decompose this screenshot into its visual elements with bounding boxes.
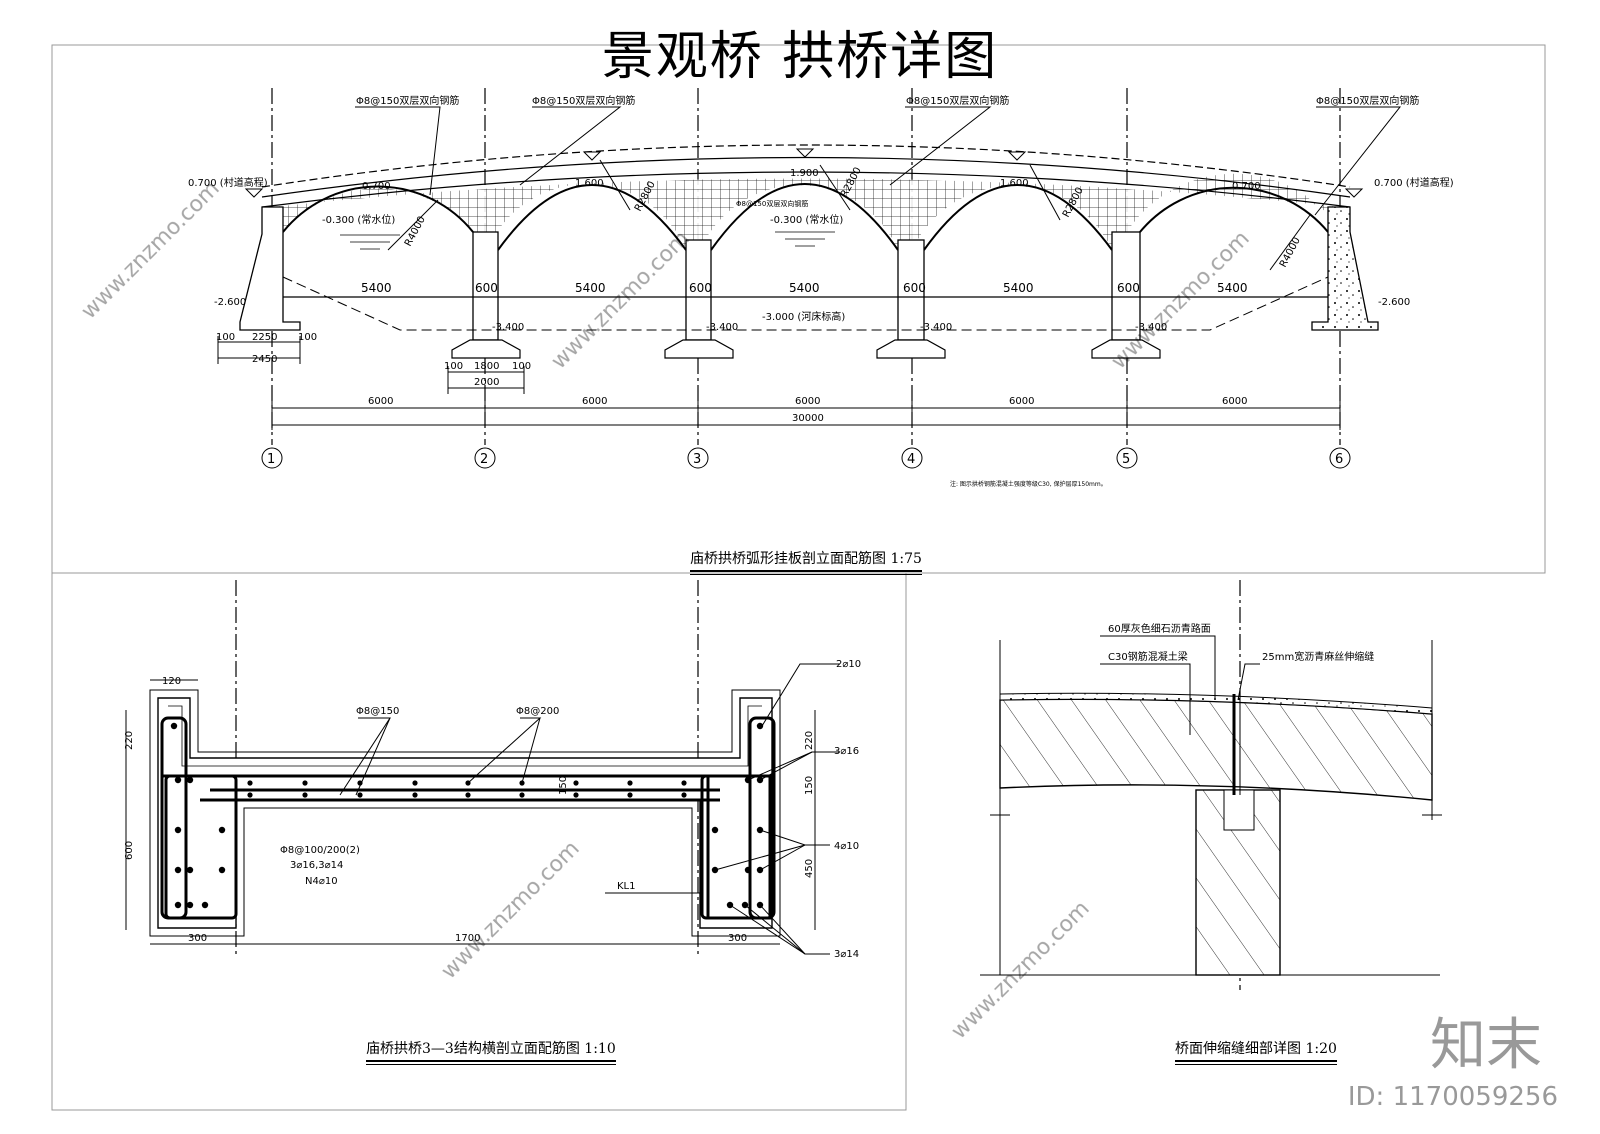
pier-footing-dim-d: 2000 bbox=[474, 377, 499, 388]
rebar-note-1: Φ8@150双层双向钢筋 bbox=[356, 94, 459, 107]
side-bars-spec: N4⌀10 bbox=[305, 876, 338, 887]
joint-scale: 1:20 bbox=[1305, 1041, 1337, 1057]
watermark-id: ID: 1170059256 bbox=[1347, 1082, 1558, 1112]
rebar-note-2: Φ8@150双层双向钢筋 bbox=[532, 94, 635, 107]
watermark-brand: 知末 bbox=[1430, 1013, 1542, 1078]
bay-5: 6000 bbox=[1222, 396, 1247, 407]
total-length: 30000 bbox=[792, 413, 824, 424]
dim-left-h1: 220 bbox=[124, 731, 135, 750]
joint-caption: 桥面伸缩缝细部详图 1:20 bbox=[1175, 1038, 1337, 1065]
slab-rebar-1: Φ8@150 bbox=[356, 706, 399, 717]
footing-elev-5: -3.400 bbox=[1135, 322, 1167, 333]
elev-crown-5: 0.700 bbox=[1232, 181, 1261, 192]
riverbed-elev: -3.000 (河床标高) bbox=[762, 310, 845, 323]
bay-3: 6000 bbox=[795, 396, 820, 407]
span-2: 5400 bbox=[575, 281, 606, 295]
spandrel-mesh bbox=[272, 173, 1340, 250]
arch-bridge-elevation: Φ8@150双层双向钢筋 Φ8@150双层双向钢筋 Φ8@150双层双向钢筋 Φ… bbox=[188, 88, 1454, 488]
main-bars-spec: 3⌀16,3⌀14 bbox=[290, 860, 343, 871]
dim-bottom-3: 300 bbox=[728, 933, 747, 944]
callout-4-10: 4⌀10 bbox=[834, 841, 859, 852]
pier-footing-dim-c: 100 bbox=[512, 361, 531, 372]
footing-elev-2: -3.400 bbox=[492, 322, 524, 333]
callout-3-14: 3⌀14 bbox=[834, 949, 859, 960]
callout-3-16: 3⌀16 bbox=[834, 746, 859, 757]
water-level-left: -0.300 (常水位) bbox=[322, 213, 395, 226]
dim-bottom-2: 1700 bbox=[455, 933, 480, 944]
dim-bottom-1: 300 bbox=[188, 933, 207, 944]
elevation-note: 注: 图示拱桥钢筋混凝土强度等级C30, 保护层厚150mm。 bbox=[950, 480, 1107, 488]
page-title: 景观桥 拱桥详图 bbox=[601, 27, 999, 87]
elev-crown-1: 0.700 bbox=[362, 181, 391, 192]
footing-elev-3: -3.400 bbox=[706, 322, 738, 333]
span-1: 5400 bbox=[361, 281, 392, 295]
dim-top-width: 120 bbox=[162, 676, 181, 687]
footing-elev-left: -2.600 bbox=[214, 297, 246, 308]
section-caption-text: 庙桥拱桥3—3结构横剖立面配筋图 bbox=[366, 1041, 580, 1057]
stirrup-spec: Φ8@100/200(2) bbox=[280, 845, 360, 856]
footing-elev-4: -3.400 bbox=[920, 322, 952, 333]
axis-3: 3 bbox=[693, 452, 701, 467]
callout-2-10: 2⌀10 bbox=[836, 659, 861, 670]
pier-width-4: 600 bbox=[1117, 281, 1140, 295]
axis-6: 6 bbox=[1335, 452, 1343, 467]
dim-right-h2: 150 bbox=[804, 776, 815, 795]
layer-asphalt: 60厚灰色细石沥青路面 bbox=[1108, 622, 1211, 635]
layer-concrete: C30钢筋混凝土梁 bbox=[1108, 650, 1188, 663]
radius-right: R4000 bbox=[1278, 236, 1303, 270]
layer-joint: 25mm宽沥青麻丝伸缩缝 bbox=[1262, 650, 1374, 663]
left-footing-dim-a: 100 bbox=[216, 332, 235, 343]
elev-crown-3: 1.900 bbox=[790, 168, 819, 179]
axis-1: 1 bbox=[267, 452, 275, 467]
pier-width-2: 600 bbox=[689, 281, 712, 295]
pier-footing-dim-b: 1800 bbox=[474, 361, 499, 372]
axis-2: 2 bbox=[480, 452, 488, 467]
elev-road-left: 0.700 (村道高程) bbox=[188, 176, 268, 189]
dim-right-h3: 450 bbox=[804, 859, 815, 878]
rebar-note-3: Φ8@150双层双向钢筋 bbox=[906, 94, 1009, 107]
dim-left-h2: 600 bbox=[124, 841, 135, 860]
bay-2: 6000 bbox=[582, 396, 607, 407]
axis-5: 5 bbox=[1122, 452, 1130, 467]
mid-rebar-note: Φ8@150双层双向钢筋 bbox=[736, 199, 808, 208]
left-footing-dim-d: 2450 bbox=[252, 354, 277, 365]
elevation-caption: 庙桥拱桥弧形挂板剖立面配筋图 1:75 bbox=[690, 548, 922, 575]
water-level-mid: -0.300 (常水位) bbox=[770, 213, 843, 226]
pier-footing-dim-a: 100 bbox=[444, 361, 463, 372]
watermark-site-4: www.znzmo.com bbox=[437, 836, 585, 984]
pier-width-3: 600 bbox=[903, 281, 926, 295]
axis-4: 4 bbox=[907, 452, 915, 467]
left-footing-dim-c: 100 bbox=[298, 332, 317, 343]
elev-crown-4: 1.600 bbox=[1000, 178, 1029, 189]
left-footing-dim-b: 2250 bbox=[252, 332, 277, 343]
cross-section-3-3: 120 220 600 220 150 450 150 Φ8@150 Φ8@20… bbox=[124, 580, 861, 960]
elev-crown-2: 1.600 bbox=[575, 178, 604, 189]
slab-rebar-2: Φ8@200 bbox=[516, 706, 559, 717]
section-scale: 1:10 bbox=[584, 1041, 616, 1057]
span-5: 5400 bbox=[1217, 281, 1248, 295]
sheet-frames bbox=[51, 44, 1546, 1111]
dim-right-h1: 220 bbox=[804, 731, 815, 750]
expansion-joint-detail: 60厚灰色细石沥青路面 C30钢筋混凝土梁 25mm宽沥青麻丝伸缩缝 bbox=[980, 580, 1442, 990]
joint-caption-text: 桥面伸缩缝细部详图 bbox=[1175, 1041, 1301, 1057]
watermark-site-5: www.znzmo.com bbox=[947, 896, 1095, 1044]
span-3: 5400 bbox=[789, 281, 820, 295]
bay-1: 6000 bbox=[368, 396, 393, 407]
beam-label: KL1 bbox=[617, 881, 636, 892]
pier-width-1: 600 bbox=[475, 281, 498, 295]
span-4: 5400 bbox=[1003, 281, 1034, 295]
section-caption: 庙桥拱桥3—3结构横剖立面配筋图 1:10 bbox=[366, 1038, 616, 1065]
axis-lines bbox=[271, 88, 1341, 445]
elevation-caption-text: 庙桥拱桥弧形挂板剖立面配筋图 bbox=[690, 551, 886, 567]
elevation-scale: 1:75 bbox=[890, 551, 922, 567]
elev-road-right: 0.700 (村道高程) bbox=[1374, 176, 1454, 189]
dim-slab-thk: 150 bbox=[558, 776, 569, 795]
footing-elev-right: -2.600 bbox=[1378, 297, 1410, 308]
bay-4: 6000 bbox=[1009, 396, 1034, 407]
rebar-note-4: Φ8@150双层双向钢筋 bbox=[1316, 94, 1419, 107]
watermark-site-1: www.znzmo.com bbox=[77, 176, 225, 324]
